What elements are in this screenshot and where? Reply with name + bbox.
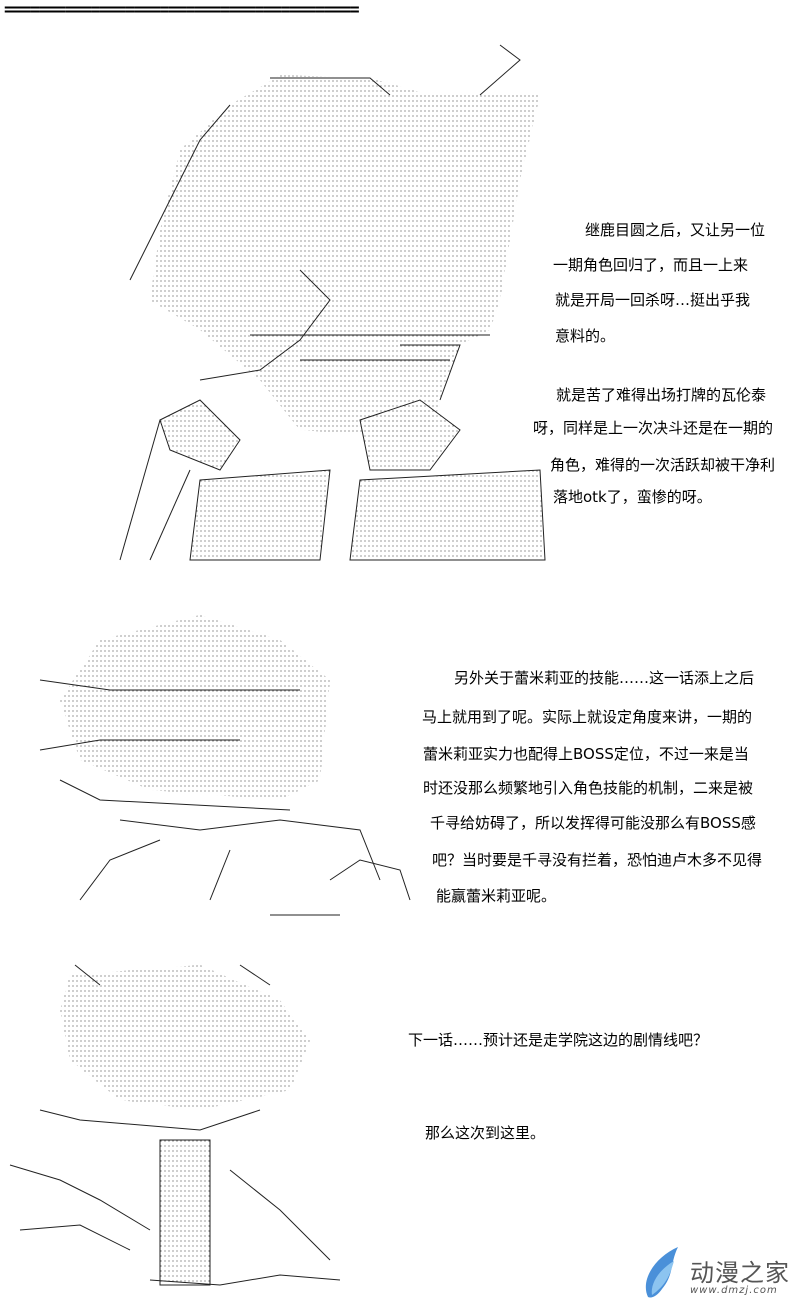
paragraph-line: 意料的。 [555,327,616,345]
paragraph-line: 一期角色回归了，而且一上来 [553,256,749,274]
dmzj-watermark: 动漫之家 www.dmzj.com [640,1245,790,1300]
ascii-art-figure-3 [9,964,341,1286]
paragraph-line: 落地otk了，蛮惨的呀。 [553,488,712,506]
paragraph-line: 能赢蕾米莉亚呢。 [436,887,557,905]
ascii-art-figure-2 [39,615,411,916]
paragraph-line: 角色，难得的一次活跃却被干净利 [550,456,776,474]
watermark-name: 动漫之家 [690,1259,790,1287]
watermark-url: www.dmzj.com [690,1285,778,1296]
paragraph-line: 下一话……预计还是走学院这边的剧情线吧？ [408,1031,709,1049]
wing-logo-icon [645,1247,678,1298]
paragraph-line: 就是开局一回杀呀…挺出乎我 [555,291,751,309]
paragraph-line: 时还没那么频繁地引入角色技能的机制，二来是被 [423,779,754,797]
paragraph-line: 继鹿目圆之后，又让另一位 [585,221,766,239]
paragraph-line: 呀，同样是上一次决斗还是在一期的 [533,419,774,437]
paragraph-line: 马上就用到了呢。实际上就设定角度来讲，一期的 [422,708,753,726]
paragraph-line: 另外关于蕾米莉亚的技能……这一话添上之后 [454,669,755,687]
ascii-art-figure-1 [119,44,546,561]
separator-line: ========================================… [4,0,360,20]
paragraph-line: 就是苦了难得出场打牌的瓦伦泰 [556,386,767,404]
paragraph-line: 那么这次到这里。 [425,1124,546,1142]
paragraph-line: 吧？当时要是千寻没有拦着，恐怕迪卢木多不见得 [432,851,763,869]
paragraph-line: 千寻给妨碍了，所以发挥得可能没那么有BOSS感 [430,814,756,832]
paragraph-line: 蕾米莉亚实力也配得上BOSS定位，不过一来是当 [423,745,749,763]
